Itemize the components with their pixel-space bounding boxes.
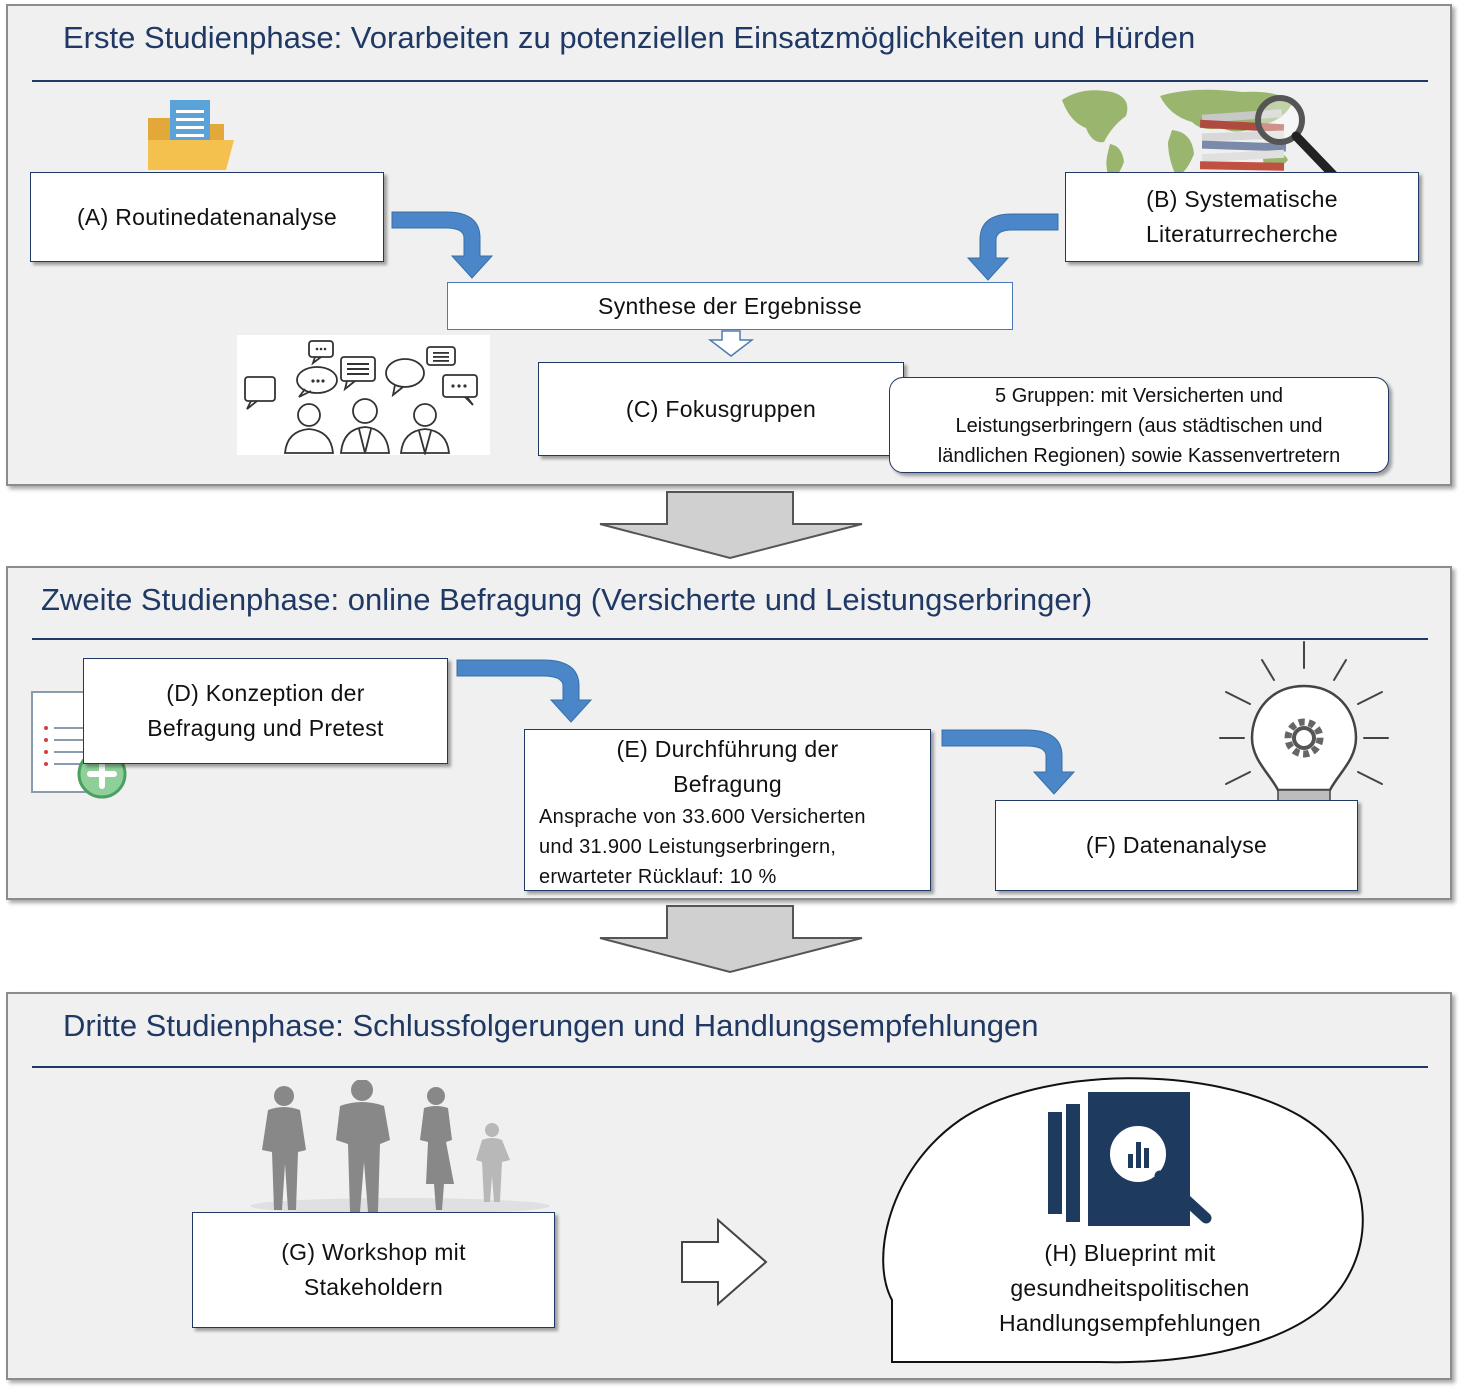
arrow-synthesis-to-c [708, 330, 754, 357]
arrow-e-to-f [941, 729, 1076, 795]
box-b-literaturrecherche: (B) Systematische Literaturrecherche [1065, 172, 1419, 262]
phase-3-divider [32, 1066, 1428, 1068]
report-magnifier-icon [1048, 1092, 1212, 1226]
box-c-fokusgruppen: (C) Fokusgruppen [538, 362, 904, 456]
arrow-b-to-synthesis [966, 213, 1059, 281]
phase-3-title: Dritte Studienphase: Schlussfolgerungen … [63, 1008, 1039, 1043]
phase-transition-arrow-1 [599, 491, 863, 560]
phase-2-title: Zweite Studienphase: online Befragung (V… [41, 582, 1093, 617]
box-e-details: Ansprache von 33.600 Versicherten und 31… [539, 806, 866, 888]
box-h-blueprint: (H) Blueprint mit gesundheitspolitischen… [998, 1239, 1262, 1336]
folder-document-icon [148, 100, 234, 170]
speech-bubbles-people-icon [237, 335, 490, 455]
phase-transition-arrow-2 [599, 905, 863, 974]
phase-1-title: Erste Studienphase: Vorarbeiten zu poten… [63, 20, 1196, 55]
arrow-a-to-synthesis [391, 211, 494, 279]
people-silhouettes-icon [250, 1080, 550, 1214]
box-g-workshop: (G) Workshop mit Stakeholdern [192, 1212, 555, 1328]
arrow-d-to-e [456, 659, 593, 723]
focus-group-note: 5 Gruppen: mit Versicherten und Leistung… [889, 377, 1389, 473]
phase-1-divider [32, 80, 1428, 82]
phase-2-divider [32, 638, 1428, 640]
box-e-durchfuehrung: (E) Durchführung der Befragung Ansprache… [524, 729, 931, 891]
synthesis-box: Synthese der Ergebnisse [447, 282, 1013, 330]
box-f-datenanalyse: (F) Datenanalyse [995, 800, 1358, 891]
box-d-konzeption: (D) Konzeption der Befragung und Pretest [83, 658, 448, 764]
box-a-routinedatenanalyse: (A) Routinedatenanalyse [30, 172, 384, 262]
arrow-g-to-h [681, 1218, 768, 1307]
